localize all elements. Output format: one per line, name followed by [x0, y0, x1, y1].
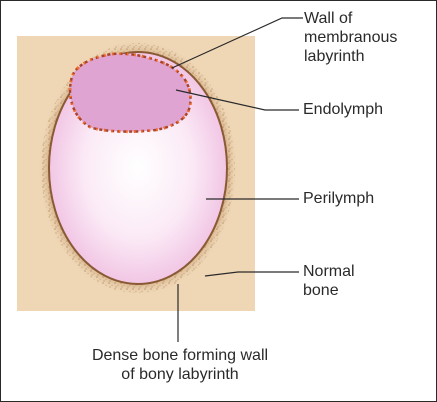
label-endolymph: Endolymph [303, 100, 383, 119]
label-wall-membranous-labyrinth: Wall of membranous labyrinth [304, 9, 397, 66]
label-normal-bone: Normal bone [303, 262, 355, 300]
label-perilymph: Perilymph [303, 189, 374, 208]
label-dense-bone: Dense bone forming wall of bony labyrint… [55, 346, 305, 384]
